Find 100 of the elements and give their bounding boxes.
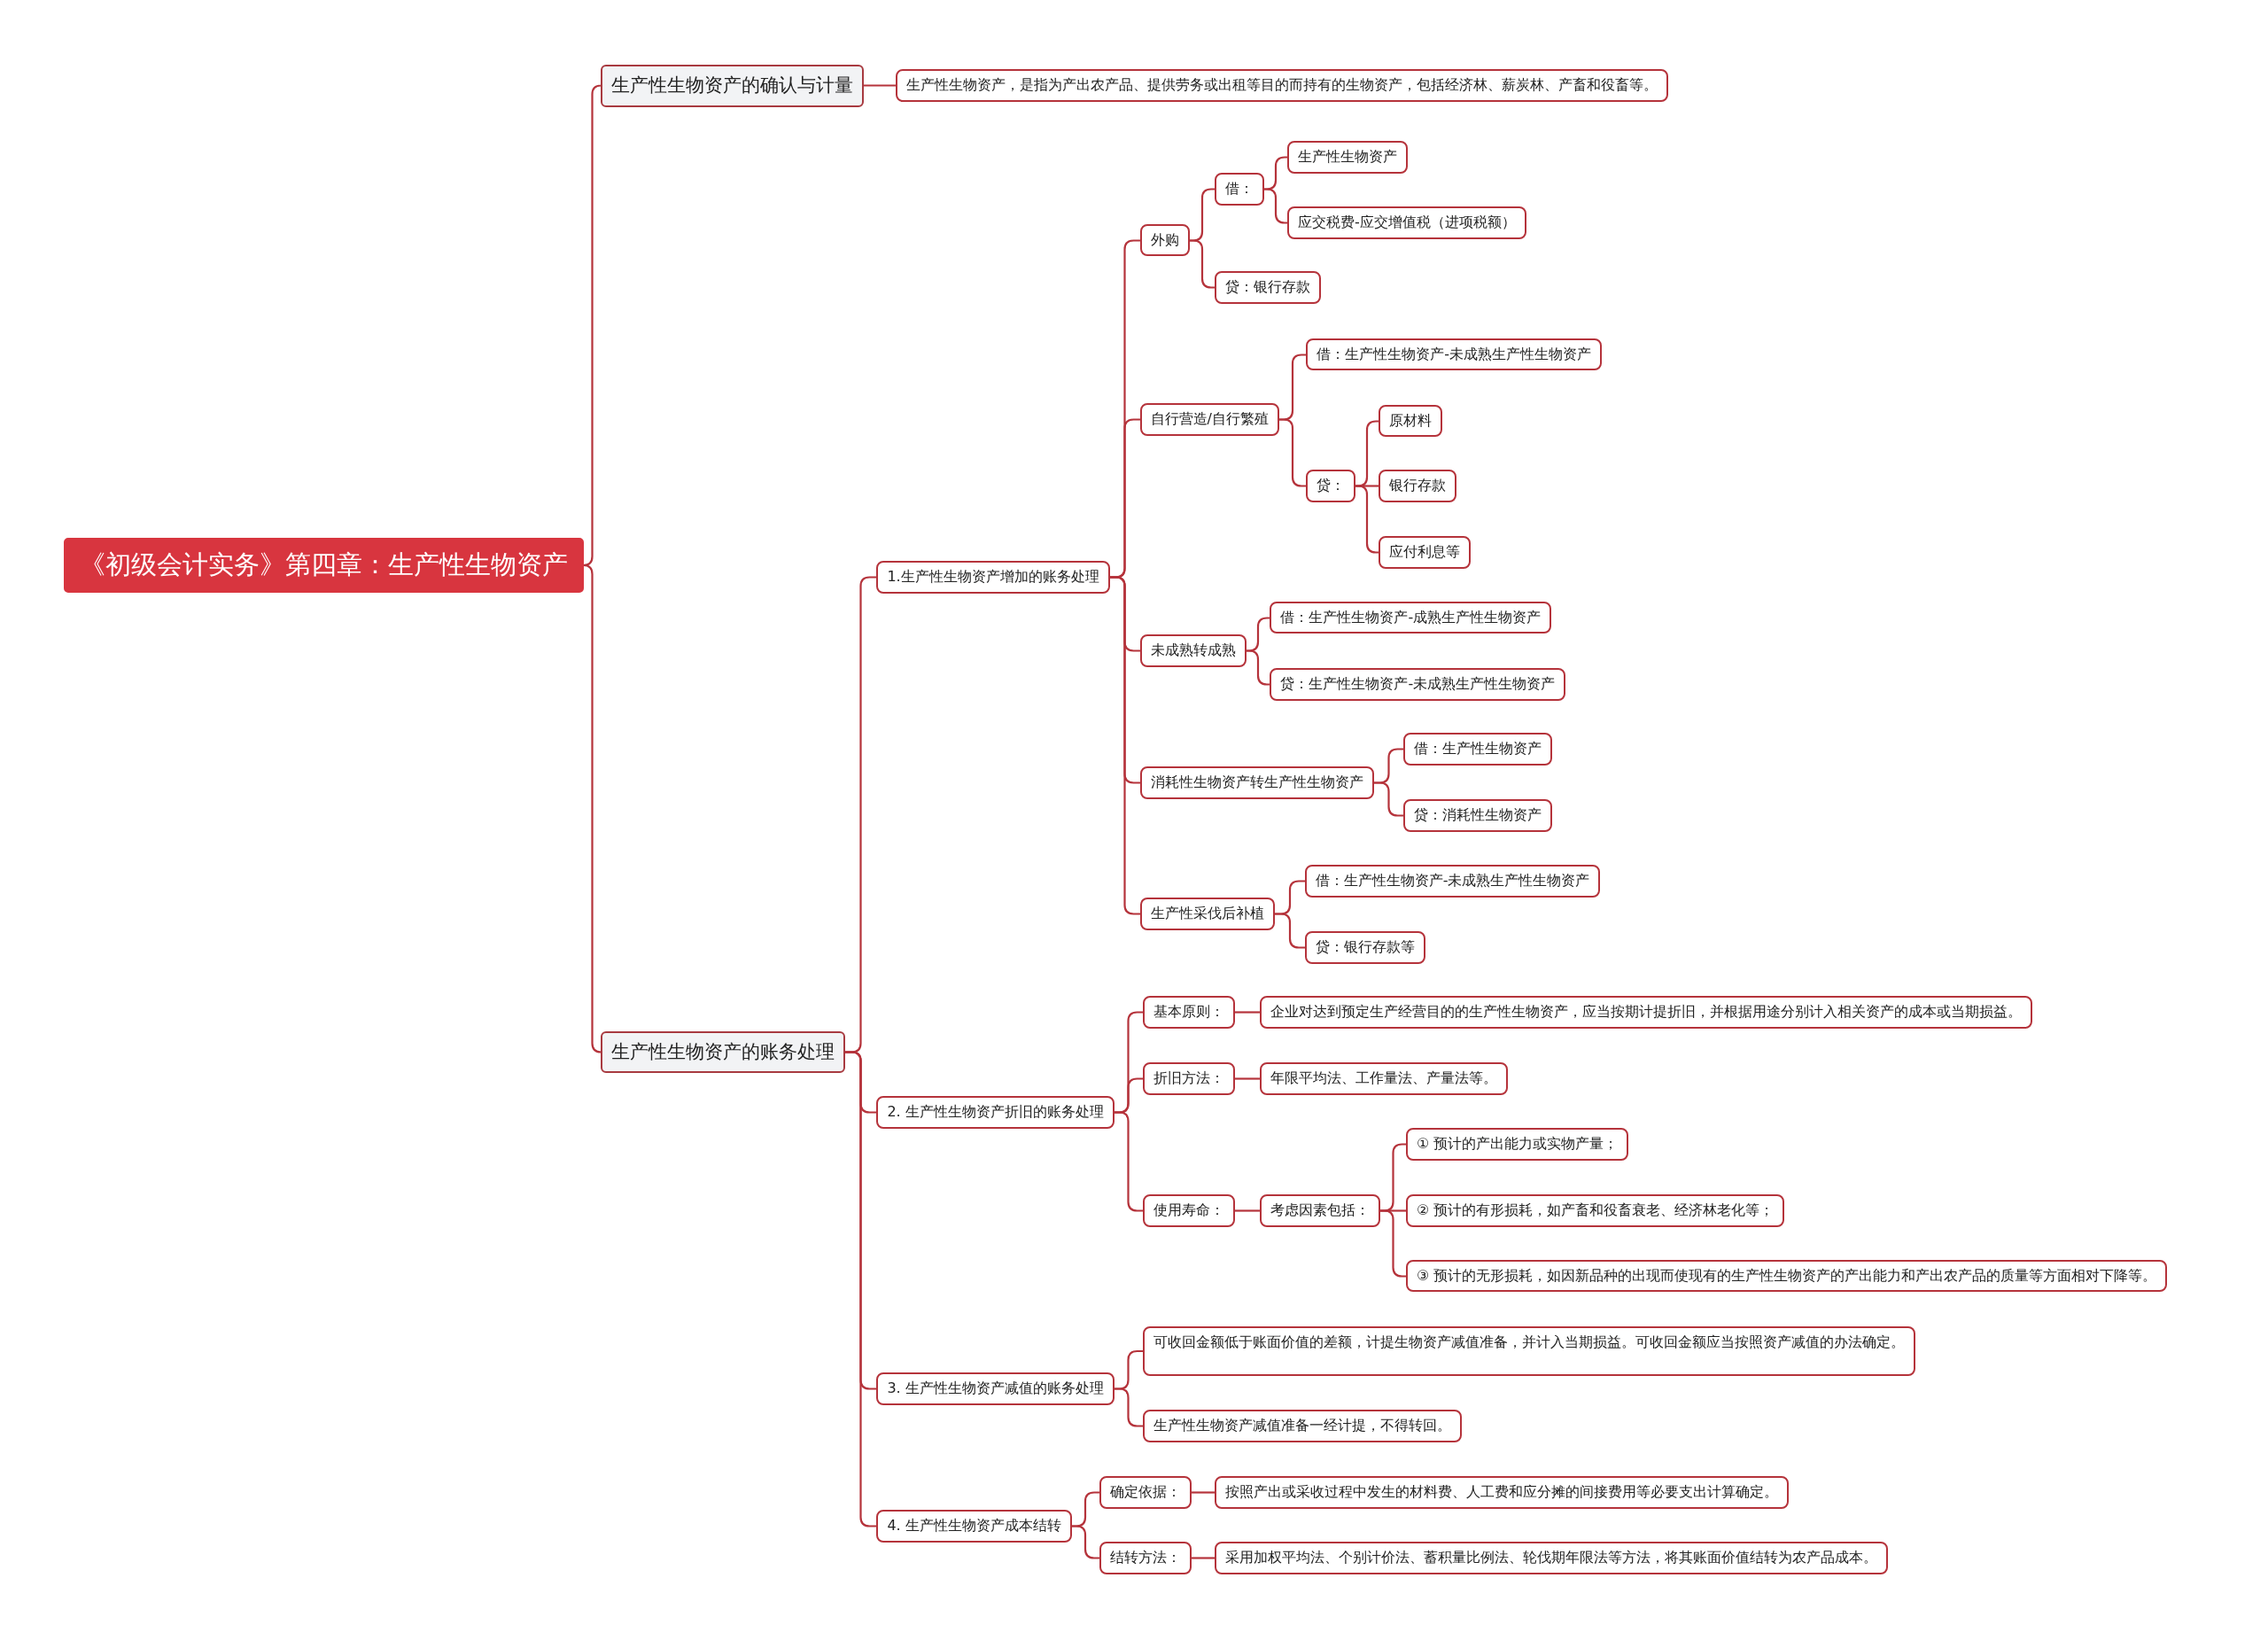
- connector-line: [1114, 1111, 1143, 1212]
- topic-box: [1142, 1326, 1915, 1376]
- connector-line: [1264, 188, 1287, 224]
- connector-line: [1247, 649, 1270, 686]
- topic-box: [1304, 864, 1601, 898]
- topic-box: [1139, 898, 1275, 931]
- topic-text: 《初级会计实务》第四章：生产性生物资产: [79, 548, 568, 581]
- topic-box: [1099, 1476, 1192, 1510]
- topic-box: [1287, 141, 1409, 175]
- topic-text: 原材料: [1388, 411, 1432, 431]
- topic-box: [1142, 1062, 1235, 1096]
- topic-box: [1304, 930, 1425, 964]
- connector-line: [1355, 485, 1379, 554]
- topic-box: [1402, 799, 1552, 833]
- topic-text: 按照产出或采收过程中发生的材料费、人工费和应分摊的间接费用等必要支出计算确定。: [1225, 1483, 1779, 1503]
- root-topic: [63, 538, 584, 593]
- topic-text: 生产性生物资产减值准备一经计提，不得转回。: [1153, 1417, 1451, 1436]
- topic-text: 确定依据：: [1109, 1483, 1181, 1503]
- topic-box: [1139, 766, 1374, 799]
- connector-line: [1235, 1209, 1260, 1212]
- topic-text: 生产性生物资产的确认与计量: [610, 74, 853, 98]
- topic-text: 应交税费-应交增值税（进项税额）: [1298, 213, 1516, 232]
- topic-text: 应付利息等: [1388, 543, 1460, 562]
- topic-box: [1142, 1194, 1235, 1227]
- topic-box: [876, 1372, 1115, 1405]
- topic-text: 可收回金额低于账面价值的差额，计提生物资产减值准备，并计入当期损益。可收回金额应当按照资产减值的办法确定。: [1153, 1333, 1905, 1352]
- branch-topic: [600, 65, 864, 107]
- topic-box: [1215, 1476, 1790, 1510]
- connector-line: [1279, 418, 1306, 487]
- topic-text: 贷：消耗性生物资产: [1413, 806, 1542, 826]
- topic-text: 使用寿命：: [1153, 1201, 1224, 1220]
- topic-text: 生产性生物资产的账务处理: [610, 1039, 835, 1064]
- topic-text: 贷：: [1317, 477, 1346, 495]
- topic-text: 外购: [1150, 230, 1179, 250]
- topic-box: [1378, 404, 1442, 438]
- topic-text: 借：生产性生物资产-未成熟生产性生物资产: [1317, 345, 1592, 364]
- topic-text: 贷：银行存款: [1225, 278, 1311, 298]
- topic-text: 企业对达到预定生产经营目的的生产性生物资产，应当按期计提折旧，并根据用途分别计入相关资产的成本或当期损益。: [1270, 1003, 2023, 1022]
- topic-box: [1139, 402, 1279, 436]
- topic-text: 借：: [1225, 180, 1254, 199]
- topic-box: [1378, 470, 1456, 502]
- topic-box: [1306, 338, 1603, 371]
- topic-text: 消耗性生物资产转生产性生物资产: [1150, 773, 1363, 792]
- topic-text: 贷：银行存款等: [1315, 937, 1415, 957]
- topic-box: [895, 68, 1668, 102]
- connector-line: [864, 84, 896, 87]
- topic-box: [1405, 1194, 1785, 1227]
- topic-box: [876, 1096, 1115, 1129]
- topic-box: [1139, 223, 1190, 257]
- connector-line: [845, 1051, 876, 1527]
- topic-box: [1260, 1194, 1381, 1227]
- topic-text: 1.生产性生物资产增加的账务处理: [887, 567, 1099, 587]
- topic-box: [1215, 271, 1322, 305]
- connector-line: [1235, 1011, 1260, 1014]
- topic-box: [1306, 470, 1356, 502]
- topic-text: 贷：生产性生物资产-未成熟生产性生物资产: [1280, 674, 1556, 694]
- topic-box: [1402, 733, 1552, 766]
- topic-text: 4. 生产性生物资产成本结转: [887, 1516, 1061, 1535]
- topic-text: 年限平均法、工作量法、产量法等。: [1270, 1069, 1498, 1089]
- topic-text: 借：生产性生物资产: [1413, 740, 1542, 758]
- topic-box: [1405, 1259, 2168, 1293]
- topic-text: 生产性采伐后补植: [1150, 905, 1264, 924]
- topic-box: [1260, 996, 2033, 1030]
- topic-text: 借：生产性生物资产-未成熟生产性生物资产: [1315, 871, 1590, 890]
- topic-box: [1099, 1541, 1192, 1574]
- topic-text: 未成熟转成熟: [1150, 641, 1236, 660]
- connector-line: [1071, 1525, 1099, 1559]
- connector-line: [1374, 781, 1403, 817]
- topic-box: [1270, 667, 1566, 701]
- topic-box: [1378, 536, 1471, 569]
- topic-text: 折旧方法：: [1153, 1069, 1224, 1089]
- topic-box: [1270, 601, 1552, 634]
- topic-box: [1215, 1541, 1889, 1574]
- topic-text: 基本原则：: [1153, 1003, 1224, 1022]
- topic-text: 结转方法：: [1109, 1548, 1181, 1567]
- topic-box: [1215, 173, 1265, 206]
- connector-line: [1275, 913, 1305, 949]
- topic-box: [1139, 634, 1247, 667]
- topic-text: 借：生产性生物资产-成熟生产性生物资产: [1280, 608, 1542, 627]
- topic-text: 采用加权平均法、个别计价法、蓄积量比例法、轮伐期年限法等方法，将其账面价值结转为农产品成本。: [1225, 1548, 1878, 1567]
- topic-box: [1142, 1410, 1462, 1443]
- topic-box: [1287, 206, 1526, 239]
- topic-box: [876, 560, 1110, 594]
- topic-text: ② 预计的有形损耗，如产畜和役畜衰老、经济林老化等；: [1416, 1201, 1775, 1220]
- topic-text: 银行存款: [1388, 477, 1446, 495]
- topic-text: 3. 生产性生物资产减值的账务处理: [887, 1379, 1104, 1398]
- topic-text: 生产性生物资产: [1298, 148, 1398, 167]
- connector-line: [1190, 239, 1215, 289]
- topic-box: [876, 1509, 1072, 1543]
- topic-text: ③ 预计的无形损耗，如因新品种的出现而使现有的生产性生物资产的产出能力和产出农产品的质量等方面相对下降等。: [1416, 1266, 2157, 1286]
- topic-box: [1405, 1127, 1629, 1161]
- connector-line: [1114, 1387, 1143, 1427]
- connector-line: [1192, 1491, 1215, 1494]
- topic-text: 自行营造/自行繁殖: [1150, 409, 1269, 429]
- topic-text: 考虑因素包括：: [1270, 1201, 1371, 1220]
- connector-line: [1192, 1557, 1215, 1559]
- branch-topic: [600, 1030, 845, 1074]
- topic-text: ① 预计的产出能力或实物产量；: [1416, 1134, 1619, 1154]
- topic-text: 2. 生产性生物资产折旧的账务处理: [887, 1103, 1104, 1122]
- connector-line: [1235, 1077, 1260, 1080]
